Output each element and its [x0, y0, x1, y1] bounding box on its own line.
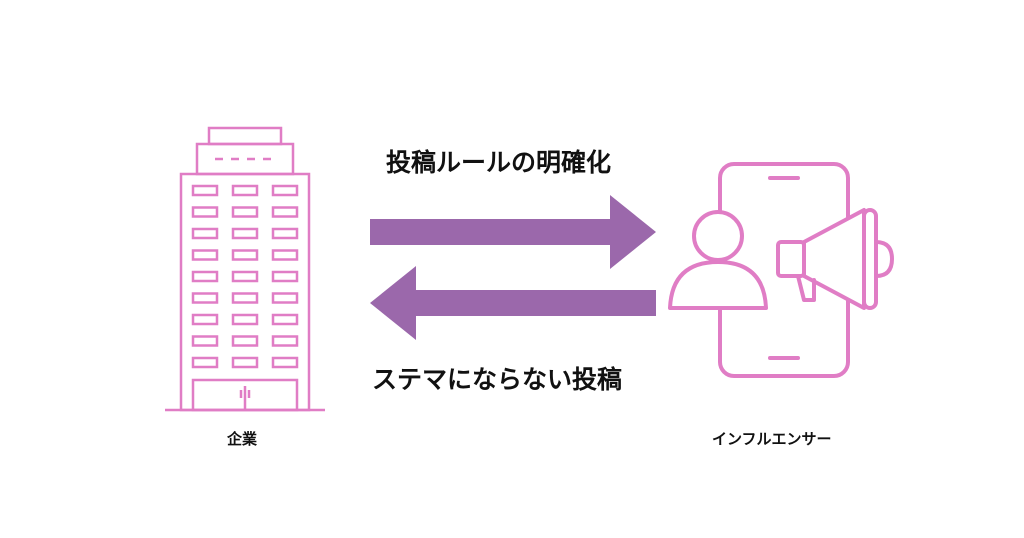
building-window [191, 184, 219, 197]
flow-top-label: 投稿ルールの明確化 [386, 148, 612, 177]
building-window [191, 292, 219, 304]
building-window [191, 227, 219, 240]
building-window [191, 206, 219, 218]
building-window [231, 227, 259, 240]
building-window [271, 206, 299, 218]
building-window [271, 227, 299, 240]
building-window [271, 356, 299, 369]
building-window [271, 249, 299, 261]
building-window [231, 270, 259, 283]
building-window [271, 292, 299, 304]
building-window [271, 335, 299, 347]
building-window [231, 249, 259, 261]
office-building-icon [165, 126, 325, 412]
building-window [231, 356, 259, 369]
influencer-label: インフルエンサー [712, 430, 832, 448]
building-window [271, 184, 299, 197]
building-window [231, 206, 259, 218]
arrow-right [370, 195, 656, 269]
building-window [191, 356, 219, 369]
building-window [271, 270, 299, 283]
building-window [191, 270, 219, 283]
flow-bottom-label: ステマにならない投稿 [372, 365, 623, 394]
exchange-arrows [370, 195, 656, 340]
building-window [191, 313, 219, 326]
arrow-left [370, 266, 656, 340]
company-label: 企業 [227, 430, 258, 448]
building-window [231, 313, 259, 326]
building-window [271, 313, 299, 326]
building-window [191, 335, 219, 347]
influencer-phone-icon [668, 162, 894, 378]
building-window [191, 249, 219, 261]
building-window [231, 292, 259, 304]
building-window [231, 184, 259, 197]
building-window [231, 335, 259, 347]
